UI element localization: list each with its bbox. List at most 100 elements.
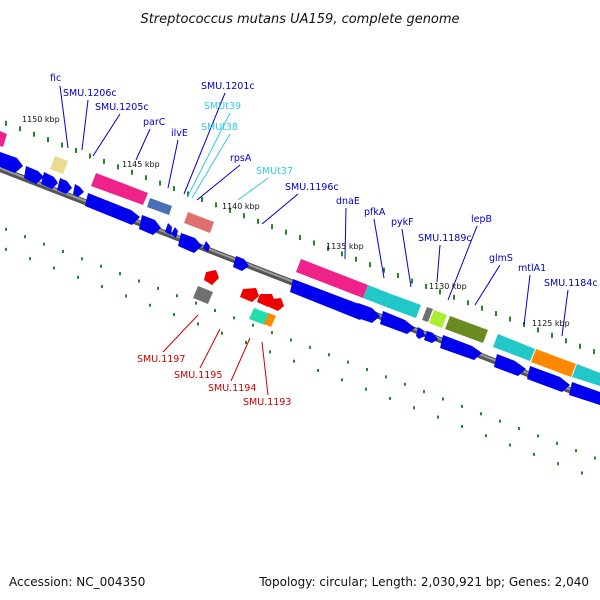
gene-label[interactable]: pykF xyxy=(391,217,414,228)
leader-line xyxy=(162,314,199,353)
gene-label[interactable]: mtlA1 xyxy=(518,263,546,274)
gene-arrow[interactable] xyxy=(269,298,284,311)
gene-label[interactable]: dnaE xyxy=(336,196,360,207)
forward-genes xyxy=(0,152,600,405)
gene-arrow[interactable] xyxy=(416,327,425,339)
leader-line xyxy=(81,99,89,151)
label-leaders xyxy=(59,85,569,396)
feature-block[interactable] xyxy=(184,212,214,233)
leader-line xyxy=(183,92,226,195)
gene-arrow[interactable] xyxy=(380,311,415,334)
leader-line xyxy=(436,244,441,283)
leader-line xyxy=(187,112,231,197)
feature-block[interactable] xyxy=(249,308,270,325)
gene-label[interactable]: SMU.1196c xyxy=(285,182,339,193)
feature-block[interactable] xyxy=(493,334,535,361)
gene-arrow[interactable] xyxy=(440,335,482,360)
gene-arrow[interactable] xyxy=(569,382,600,405)
gene-label[interactable]: SMU.1184c xyxy=(544,278,598,289)
gene-label[interactable]: lepB xyxy=(471,214,492,225)
gene-arrow[interactable] xyxy=(290,279,368,320)
leader-line xyxy=(261,193,299,225)
gene-arrow[interactable] xyxy=(355,303,380,323)
gene-arrow[interactable] xyxy=(527,366,570,392)
feature-block[interactable] xyxy=(296,259,368,298)
scale-label: 1140 kbp xyxy=(222,202,260,211)
gene-arrow[interactable] xyxy=(0,152,23,173)
leader-line xyxy=(523,274,531,326)
leader-line xyxy=(92,113,121,157)
gene-arrow[interactable] xyxy=(165,223,172,235)
scale-label: 1130 kbp xyxy=(429,282,467,291)
feature-block[interactable] xyxy=(0,131,7,147)
gene-arrow[interactable] xyxy=(178,233,202,253)
gene-label[interactable]: rpsA xyxy=(230,153,252,164)
gene-arrow[interactable] xyxy=(171,227,178,238)
gene-label[interactable]: SMU.1194 xyxy=(208,383,256,394)
gene-label[interactable]: SMU.1201c xyxy=(201,81,255,92)
leader-line xyxy=(261,341,269,396)
leader-line xyxy=(561,289,569,337)
feature-block[interactable] xyxy=(264,313,276,327)
feature-block[interactable] xyxy=(386,294,421,318)
gene-label[interactable]: SMU.1189c xyxy=(418,233,472,244)
forward-features xyxy=(0,131,600,386)
feature-block[interactable] xyxy=(572,364,600,386)
feature-block[interactable] xyxy=(50,156,68,174)
feature-block[interactable] xyxy=(193,286,213,304)
leader-line xyxy=(230,337,251,382)
feature-block[interactable] xyxy=(422,307,433,322)
gene-label[interactable]: SMU.1193 xyxy=(243,397,291,408)
leader-line xyxy=(59,85,69,149)
gene-label[interactable]: pfkA xyxy=(364,207,386,218)
feature-block[interactable] xyxy=(429,310,447,328)
feature-block[interactable] xyxy=(147,198,172,215)
genome-summary: Topology: circular; Length: 2,030,921 bp… xyxy=(258,575,589,589)
leader-line xyxy=(167,139,179,189)
leader-line xyxy=(191,133,231,199)
gene-arrow[interactable] xyxy=(204,270,219,285)
gene-arrow[interactable] xyxy=(494,354,526,376)
gc-content-dots xyxy=(5,120,596,475)
feature-block[interactable] xyxy=(91,173,148,205)
gene-arrow[interactable] xyxy=(85,193,140,225)
gene-label[interactable]: SMU.1195 xyxy=(174,370,222,381)
gene-label[interactable]: SMU.1197 xyxy=(137,354,185,365)
gene-arrow[interactable] xyxy=(233,256,249,271)
gene-arrow[interactable] xyxy=(24,166,44,184)
scale-label: 1150 kbp xyxy=(22,115,60,124)
leader-line xyxy=(196,164,241,201)
feature-block[interactable] xyxy=(445,316,488,343)
gene-label[interactable]: glmS xyxy=(489,253,513,264)
feature-block[interactable] xyxy=(363,285,391,307)
gene-label[interactable]: fic xyxy=(50,73,61,84)
forward-gene-labels: fic SMU.1206c SMU.1205c parC ilvE SMU.12… xyxy=(50,73,598,289)
reverse-genes xyxy=(193,270,284,327)
accession-text: Accession: NC_004350 xyxy=(9,575,145,589)
map-title: Streptococcus mutans UA159, complete gen… xyxy=(140,12,459,27)
scale-label: 1125 kbp xyxy=(532,319,570,328)
reverse-gene-labels: SMU.1197 SMU.1195 SMU.1194 SMU.1193 xyxy=(137,354,291,408)
leader-line xyxy=(373,218,385,279)
leader-line xyxy=(199,328,221,369)
leader-line xyxy=(237,177,269,201)
gene-label[interactable]: SMUt38 xyxy=(201,122,238,133)
gene-arrow[interactable] xyxy=(240,288,259,302)
gene-arrow[interactable] xyxy=(41,172,58,189)
scale-label: 1135 kbp xyxy=(326,242,364,251)
feature-block[interactable] xyxy=(531,349,576,377)
gene-arrow[interactable] xyxy=(203,241,210,252)
gene-label[interactable]: parC xyxy=(143,117,166,128)
gene-arrow[interactable] xyxy=(139,215,161,235)
gene-arrow[interactable] xyxy=(57,178,72,194)
leader-line xyxy=(401,228,412,288)
gene-label[interactable]: ilvE xyxy=(171,128,188,139)
gene-label[interactable]: SMUt37 xyxy=(256,166,293,177)
gene-label[interactable]: SMU.1206c xyxy=(63,88,117,99)
gene-label[interactable]: SMUt39 xyxy=(204,101,241,112)
gene-arrow[interactable] xyxy=(73,184,84,197)
gene-arrow[interactable] xyxy=(424,331,438,343)
gene-label[interactable]: SMU.1205c xyxy=(95,102,149,113)
leader-line xyxy=(344,207,347,260)
